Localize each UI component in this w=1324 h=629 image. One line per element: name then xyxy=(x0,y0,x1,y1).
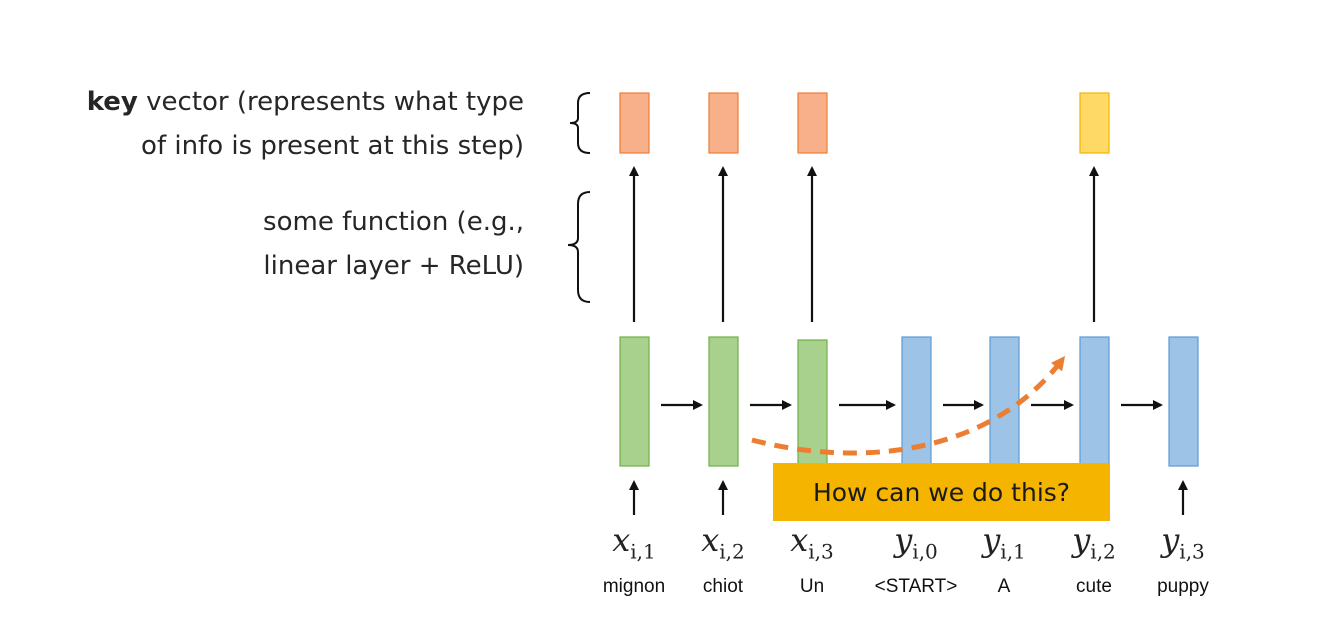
token-symbol-3: xi,3 xyxy=(790,521,834,564)
token-word-2: chiot xyxy=(702,576,744,597)
key-vector-cell-3 xyxy=(797,92,828,154)
token-word-1: mignon xyxy=(602,576,666,597)
callout-box: How can we do this? xyxy=(773,463,1110,521)
token-word-5: A xyxy=(997,576,1011,597)
token-word-7: puppy xyxy=(1157,576,1209,597)
hidden-state-cell-1 xyxy=(619,336,650,467)
function-brace xyxy=(567,191,591,303)
hidden-state-cell-3 xyxy=(797,339,828,467)
hidden-state-cell-5 xyxy=(989,336,1020,467)
key-vector-cell-1 xyxy=(619,92,650,154)
query-vector-cell-6 xyxy=(1079,92,1110,154)
function-label: some function (e.g., linear layer + ReLU… xyxy=(263,200,524,288)
function-label-line2: linear layer + ReLU) xyxy=(263,251,524,281)
token-symbol-2: xi,2 xyxy=(701,521,745,564)
key-label-line1: vector (represents what type xyxy=(137,87,524,117)
token-symbol-5: yi,1 xyxy=(982,521,1026,564)
hidden-state-cell-7 xyxy=(1168,336,1199,467)
hidden-state-cell-6 xyxy=(1079,336,1110,467)
token-word-3: Un xyxy=(799,576,825,597)
token-symbol-7: yi,3 xyxy=(1161,521,1205,564)
token-symbol-1: xi,1 xyxy=(612,521,656,564)
key-label-line2: of info is present at this step) xyxy=(141,131,524,161)
key-brace xyxy=(569,92,591,154)
token-word-6: cute xyxy=(1076,576,1112,597)
dashed-attention-arrow xyxy=(751,356,1066,456)
key-vector-cell-2 xyxy=(708,92,739,154)
token-symbol-4: yi,0 xyxy=(894,521,938,564)
function-label-line1: some function (e.g., xyxy=(263,207,524,237)
callout-text: How can we do this? xyxy=(812,477,1071,507)
hidden-state-cell-2 xyxy=(708,336,739,467)
key-vector-label: key vector (represents what type of info… xyxy=(87,80,524,168)
key-word: key xyxy=(86,87,138,117)
token-symbol-6: yi,2 xyxy=(1072,521,1116,564)
token-word-4: <START> xyxy=(874,576,958,597)
